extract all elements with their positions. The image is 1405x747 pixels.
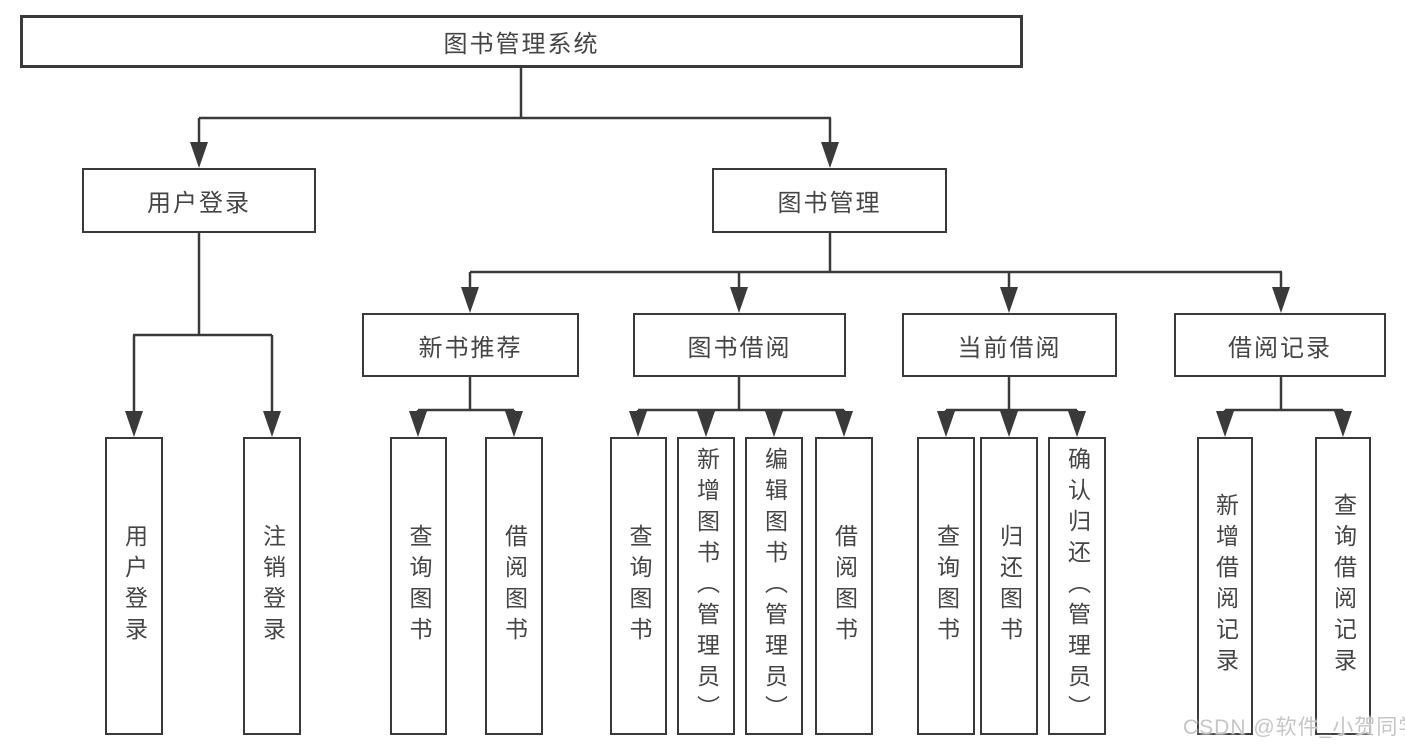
watermark: CSDN @软件_小贺同学 [1183, 716, 1405, 739]
node-new-book-recommend: 新书推荐 [362, 313, 579, 377]
node-library-system: 图书管理系统 [20, 15, 1023, 68]
leaf-add-book-admin: 新增图书（管理员） [677, 437, 735, 735]
leaf-label: 借阅图书 [831, 524, 858, 648]
leaf-label: 新增图书（管理员） [693, 446, 720, 726]
leaf-add-borrow-record: 新增借阅记录 [1197, 437, 1253, 735]
node-book-management: 图书管理 [712, 168, 947, 233]
leaf-label: 查询借阅记录 [1330, 493, 1357, 679]
leaf-borrow-books-recommend: 借阅图书 [485, 437, 543, 735]
node-user-login: 用户登录 [82, 168, 316, 233]
leaf-label: 新增借阅记录 [1212, 493, 1239, 679]
leaf-query-borrow-record: 查询借阅记录 [1315, 437, 1371, 735]
leaf-return-books: 归还图书 [980, 437, 1038, 735]
leaf-user-login: 用户登录 [105, 437, 163, 735]
node-borrowing-records: 借阅记录 [1174, 313, 1386, 377]
node-current-borrowing: 当前借阅 [902, 313, 1117, 377]
leaf-query-books-borrowing: 查询图书 [610, 437, 667, 735]
leaf-query-books-recommend: 查询图书 [390, 437, 447, 735]
leaf-borrow-books-borrowing: 借阅图书 [815, 437, 873, 735]
leaf-label: 用户登录 [121, 524, 148, 648]
leaf-label: 注销登录 [259, 524, 286, 648]
leaf-label: 编辑图书（管理员） [761, 446, 788, 726]
leaf-confirm-return-admin: 确认归还（管理员） [1048, 437, 1106, 735]
leaf-edit-book-admin: 编辑图书（管理员） [745, 437, 803, 735]
leaf-logout: 注销登录 [243, 437, 301, 735]
leaf-label: 归还图书 [996, 524, 1023, 648]
leaf-query-books-current: 查询图书 [917, 437, 975, 735]
leaf-label: 确认归还（管理员） [1064, 446, 1091, 726]
leaf-label: 查询图书 [933, 524, 960, 648]
leaf-label: 借阅图书 [501, 524, 528, 648]
node-book-borrowing: 图书借阅 [633, 313, 846, 377]
leaf-label: 查询图书 [406, 524, 432, 648]
leaf-label: 查询图书 [626, 524, 652, 648]
